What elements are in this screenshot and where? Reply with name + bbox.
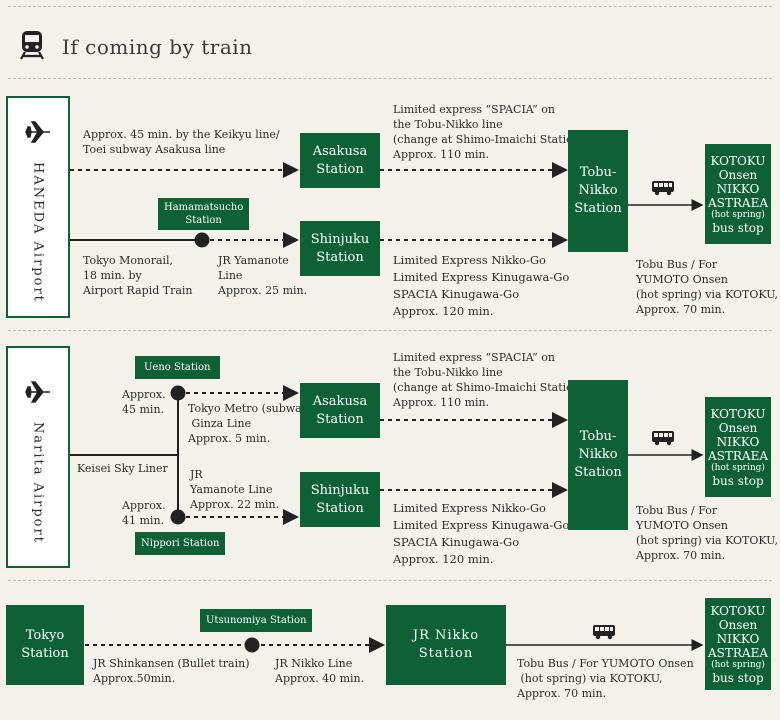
bus-icon <box>651 180 675 200</box>
destination-hot-spring: (hot spring) <box>711 659 765 670</box>
haneda-airport-box: HANEDA Airport <box>6 96 70 318</box>
destination-bus-stop: bus stop <box>712 670 764 685</box>
narita-spacia-text: Limited express “SPACIA” on the Tobu-Nik… <box>393 351 585 409</box>
narita-ginza-line-text: Tokyo Metro (subway) Ginza Line Approx. … <box>188 402 313 445</box>
destination-hot-spring: (hot spring) <box>711 462 765 473</box>
haneda-shinjuku-station-label: Shinjuku Station <box>310 231 370 265</box>
jr-nikko-line-text: JR Nikko Line Approx. 40 min. <box>275 657 365 685</box>
narita-destination-box: KOTOKU Onsen NIKKO ASTRAEA (hot spring) … <box>705 397 771 497</box>
nippori-station-label: Nippori Station <box>135 532 226 555</box>
narita-airport-label: Narita Airport <box>30 422 46 544</box>
tokyo-station-label: Tokyo Station <box>21 628 69 661</box>
haneda-tobu-nikko-station: Tobu- Nikko Station <box>568 130 628 252</box>
destination-bus-stop: bus stop <box>712 473 764 488</box>
narita-approx45-text: Approx. 45 min. <box>122 388 166 416</box>
destination-bus-stop: bus stop <box>712 220 764 235</box>
airplane-icon <box>25 120 51 148</box>
jr-nikko-station: JR Nikko Station <box>386 605 506 685</box>
section-divider-1 <box>8 330 772 331</box>
keisei-sky-liner-text: Keisei Sky Liner <box>77 462 168 475</box>
train-icon <box>18 30 46 64</box>
tokyo-bus-text: Tobu Bus / For YUMOTO Onsen (hot spring)… <box>517 657 694 700</box>
narita-asakusa-station: Asakusa Station <box>300 383 380 438</box>
tokyo-destination-box: KOTOKU Onsen NIKKO ASTRAEA (hot spring) … <box>705 598 771 690</box>
destination-hot-spring: (hot spring) <box>711 209 765 220</box>
bus-icon <box>651 430 675 450</box>
narita-nikko-go-text: Limited Express Nikko-Go Limited Express… <box>393 501 570 566</box>
haneda-spacia-text: Limited express “SPACIA” on the Tobu-Nik… <box>393 103 585 161</box>
haneda-keikyu-route-text: Approx. 45 min. by the Keikyu line/ Toei… <box>83 128 280 156</box>
haneda-destination-box: KOTOKU Onsen NIKKO ASTRAEA (hot spring) … <box>705 144 771 244</box>
narita-shinjuku-station: Shinjuku Station <box>300 472 380 527</box>
hamamatsucho-station-label: Hamamatsucho Station <box>158 198 250 230</box>
narita-approx41-text: Approx. 41 min. <box>122 499 166 527</box>
narita-bus-text: Tobu Bus / For YUMOTO Onsen (hot spring)… <box>636 504 778 562</box>
haneda-asakusa-station: Asakusa Station <box>300 133 380 188</box>
haneda-tobu-nikko-label: Tobu- Nikko Station <box>574 165 622 216</box>
destination-name: KOTOKU Onsen NIKKO ASTRAEA <box>707 406 769 463</box>
page-title: If coming by train <box>62 35 253 59</box>
bus-icon <box>592 624 616 644</box>
ueno-station-label: Ueno Station <box>135 356 220 379</box>
destination-name: KOTOKU Onsen NIKKO ASTRAEA <box>707 603 769 660</box>
top-divider <box>8 6 772 7</box>
jr-nikko-station-label: JR Nikko Station <box>412 628 480 661</box>
destination-name: KOTOKU Onsen NIKKO ASTRAEA <box>707 153 769 210</box>
narita-airport-box: Narita Airport <box>6 346 70 568</box>
narita-asakusa-station-label: Asakusa Station <box>312 393 368 427</box>
page-header: If coming by train <box>18 30 253 64</box>
haneda-shinjuku-station: Shinjuku Station <box>300 221 380 276</box>
haneda-bus-text: Tobu Bus / For YUMOTO Onsen (hot spring)… <box>636 258 778 316</box>
shinkansen-text: JR Shinkansen (Bullet train) Approx.50mi… <box>93 657 250 685</box>
utsunomiya-station-label: Utsunomiya Station <box>200 609 313 632</box>
narita-tobu-nikko-station: Tobu- Nikko Station <box>568 380 628 530</box>
narita-jr-yamanote-text: JR Yamanote Line Approx. 22 min. <box>190 468 280 511</box>
haneda-monorail-text: Tokyo Monorail, 18 min. by Airport Rapid… <box>83 254 193 297</box>
tokyo-station: Tokyo Station <box>6 605 84 685</box>
haneda-asakusa-station-label: Asakusa Station <box>312 143 368 177</box>
haneda-airport-label: HANEDA Airport <box>30 162 46 303</box>
haneda-jr-yamanote-text: JR Yamanote Line Approx. 25 min. <box>218 254 308 297</box>
section-divider-2 <box>8 580 772 581</box>
header-divider <box>8 78 772 79</box>
narita-shinjuku-station-label: Shinjuku Station <box>310 482 370 516</box>
narita-tobu-nikko-label: Tobu- Nikko Station <box>574 429 622 480</box>
airplane-icon <box>25 380 51 408</box>
haneda-nikko-go-text: Limited Express Nikko-Go Limited Express… <box>393 253 570 318</box>
